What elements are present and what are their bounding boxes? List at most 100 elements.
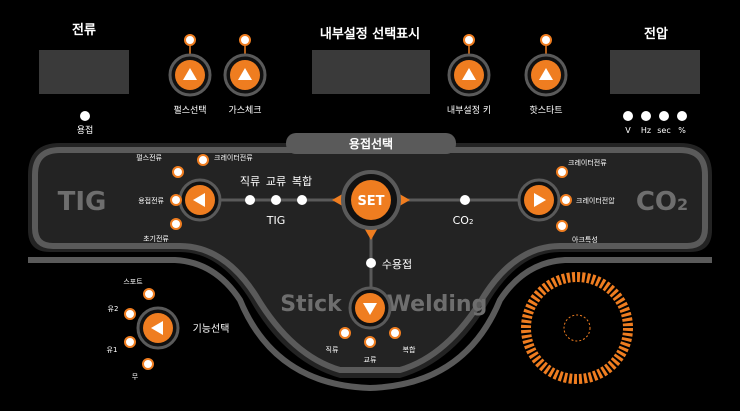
dial-ring [521, 272, 633, 384]
gas-check-button[interactable] [223, 53, 267, 97]
arrow-down-icon [363, 303, 377, 315]
weld-led [80, 111, 90, 121]
unit-led-1 [641, 111, 651, 121]
internal-setting-key-button-led [463, 34, 475, 46]
co2-crater_current-led [556, 166, 568, 178]
internal-setting-label: 내부설정 선택표시 [320, 26, 420, 42]
stick-mixed-label: 복합 [403, 345, 416, 354]
tig-initial_current-led [170, 218, 182, 230]
function-option-led-0 [143, 288, 155, 300]
internal-setting-key-button[interactable] [447, 53, 491, 97]
arrow-up-icon [183, 68, 197, 80]
co2-crater_current-label: 크레이터전류 [568, 158, 607, 167]
co2-mode-text: CO [636, 187, 677, 217]
weld-select-pill [286, 133, 456, 154]
voltage-label: 전압 [644, 26, 668, 42]
co2-arc_char-led [556, 220, 568, 232]
gas-check-button-label: 가스체크 [228, 105, 261, 116]
function-select-label: 기능선택 [193, 323, 230, 335]
weld-select-title: 용접선택 [349, 136, 393, 151]
co2-mode-label: CO2 [636, 187, 688, 217]
track-outline [32, 147, 708, 373]
adjust-dial[interactable] [521, 272, 633, 384]
dial-center-mark [563, 314, 591, 342]
stick-weld-label: 수용접 [382, 258, 412, 271]
co2-mode-subscript: 2 [677, 195, 688, 214]
internal-setting-key-button-label: 내부설정 키 [447, 105, 491, 116]
mixed-label: 복합 [292, 175, 312, 188]
dc-label: 직류 [240, 175, 260, 188]
set-face [351, 180, 391, 220]
co2-crater_voltage-label: 크레이터전압 [576, 196, 615, 205]
co2-crater_voltage-led [560, 194, 572, 206]
tig-left-button[interactable] [178, 178, 222, 222]
stick-weld-led [366, 258, 376, 268]
hot-start-button[interactable] [524, 53, 568, 97]
unit-label-2: sec [657, 126, 671, 135]
stick-dc-led [339, 327, 351, 339]
tig-pulse_current-led [172, 166, 184, 178]
pulse-select-button[interactable] [168, 53, 212, 97]
set-label: SET [357, 194, 384, 209]
tig-crater_current-label: 크레이터전류 [214, 153, 253, 162]
tig-crater_current-led [197, 154, 209, 166]
stick-ac-led [364, 336, 376, 348]
set-button[interactable]: SET [332, 170, 410, 240]
welding-mode-label: Welding [387, 292, 488, 317]
ac-label: 교류 [266, 175, 286, 188]
unit-led-0 [623, 111, 633, 121]
mixed-led [297, 195, 307, 205]
stick-dc-label: 직류 [326, 345, 339, 354]
current-label: 전류 [72, 22, 96, 38]
unit-led-3 [677, 111, 687, 121]
co2-small-subscript: 2 [469, 218, 473, 226]
co2-arc_char-label: 아크특성 [572, 235, 598, 244]
dc-led [245, 195, 255, 205]
function-option-label-0: 스포트 [123, 278, 143, 286]
tig-weld_current-label: 용접전류 [138, 196, 164, 205]
function-select-button[interactable] [136, 306, 180, 350]
co2-small-text: CO [453, 214, 470, 227]
tig-weld_current-led [170, 194, 182, 206]
arrow-left-icon [151, 321, 163, 335]
internal-setting-display [312, 50, 430, 94]
unit-label-0: V [625, 126, 631, 135]
hot-start-button-label: 핫스타트 [529, 105, 562, 116]
function-option-led-3 [142, 358, 154, 370]
function-option-label-1: 유2 [108, 305, 119, 313]
ac-led [271, 195, 281, 205]
stick-mode-label: Stick [280, 292, 343, 317]
tig-initial_current-label: 초기전류 [143, 234, 169, 243]
arrow-up-icon [238, 68, 252, 80]
tig-small-label: TIG [266, 214, 286, 227]
arrow-up-icon [539, 68, 553, 80]
co2-small-label: CO2 [453, 214, 474, 227]
unit-label-3: % [678, 126, 686, 135]
gas-check-button-led [239, 34, 251, 46]
unit-led-2 [659, 111, 669, 121]
unit-label-1: Hz [641, 126, 651, 135]
tig-mode-label: TIG [58, 187, 107, 217]
function-option-led-1 [124, 308, 136, 320]
stick-down-button[interactable] [348, 286, 392, 330]
co2-led [460, 195, 470, 205]
stick-ac-label: 교류 [364, 356, 377, 364]
function-option-label-2: 유1 [107, 346, 118, 354]
arrow-left-icon [193, 193, 205, 207]
voltage-display [610, 50, 700, 94]
pulse-select-button-led [184, 34, 196, 46]
co2-right-button[interactable] [517, 178, 561, 222]
current-display [39, 50, 129, 94]
weld-led-label: 용접 [77, 124, 94, 136]
tig-pulse_current-label: 펄스전류 [136, 153, 162, 162]
function-option-label-3: 무 [132, 373, 139, 381]
function-option-led-2 [124, 336, 136, 348]
